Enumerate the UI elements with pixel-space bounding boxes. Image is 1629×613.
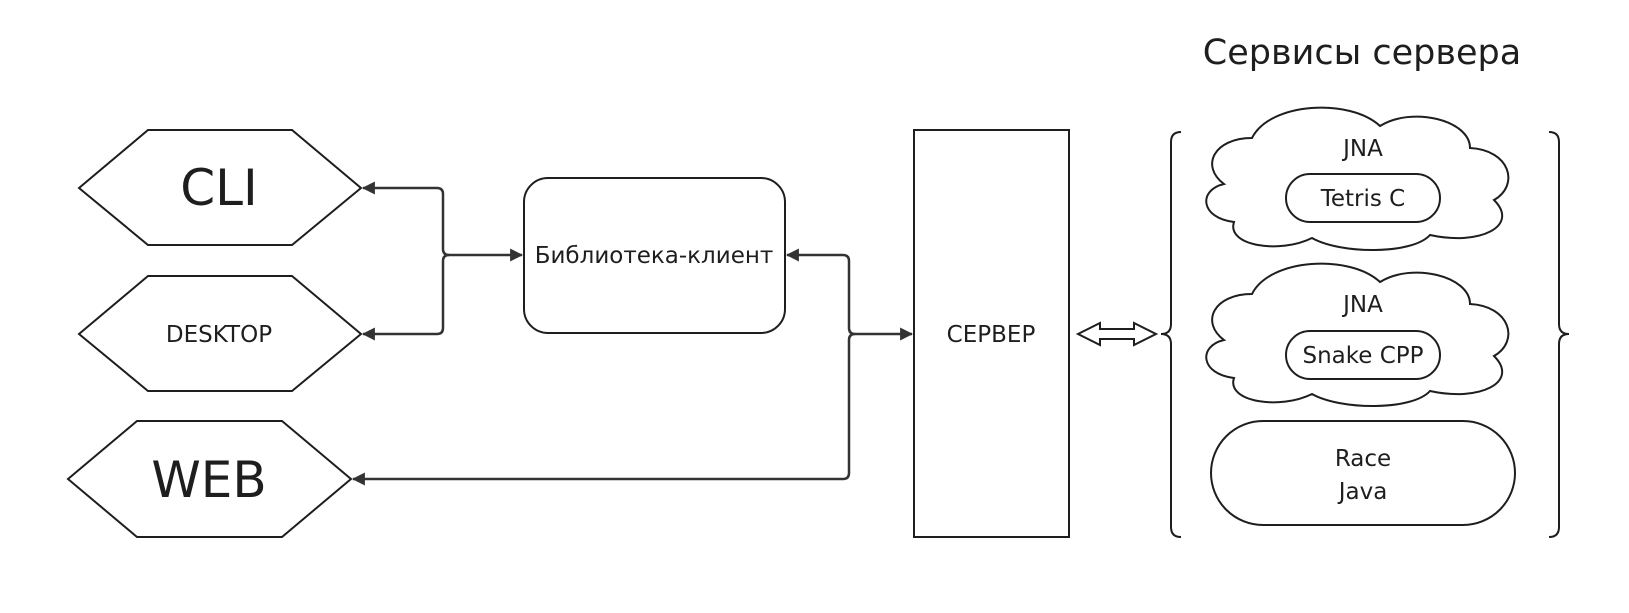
service-snake[interactable]: JNA Snake CPP	[1205, 262, 1510, 407]
server-box	[913, 129, 1070, 538]
service-tetris[interactable]: JNA Tetris C	[1205, 106, 1510, 251]
web-hexagon	[66, 420, 353, 538]
service-game-label: Tetris C	[1320, 186, 1406, 212]
left-brace	[1160, 131, 1182, 538]
game-pill	[1285, 173, 1441, 223]
cli-library-connector	[361, 181, 524, 262]
server-node[interactable]: СЕРВЕР	[913, 129, 1070, 538]
desktop-node[interactable]: DESKTOP	[77, 275, 363, 392]
right-brace	[1548, 131, 1570, 538]
library-node[interactable]: Библиотека-клиент	[523, 177, 786, 334]
service-wrapper-label: JNA	[1341, 292, 1383, 318]
service-lang-label: Java	[1337, 479, 1388, 505]
library-label: Библиотека-клиент	[535, 243, 774, 269]
desktop-hexagon	[77, 275, 363, 392]
cli-hexagon	[77, 129, 363, 246]
web-label: WEB	[151, 451, 266, 509]
service-race[interactable]: Race Java	[1210, 420, 1516, 526]
cli-node[interactable]: CLI	[77, 129, 363, 246]
server-label: СЕРВЕР	[947, 322, 1036, 348]
service-game-label: Snake CPP	[1302, 343, 1423, 369]
cli-label: CLI	[180, 159, 258, 217]
service-wrapper-label: JNA	[1341, 136, 1383, 162]
web-node[interactable]: WEB	[66, 420, 353, 538]
service-game-label: Race	[1335, 446, 1391, 472]
web-server-connector	[351, 332, 856, 486]
desktop-library-connector	[361, 253, 450, 341]
diagram-title: Сервисы сервера	[1203, 33, 1521, 73]
double-arrow-icon	[1075, 321, 1159, 347]
desktop-label: DESKTOP	[166, 322, 272, 348]
race-pill	[1210, 420, 1516, 526]
library-server-connector	[785, 248, 914, 341]
library-box	[523, 177, 786, 334]
game-pill	[1285, 330, 1441, 380]
